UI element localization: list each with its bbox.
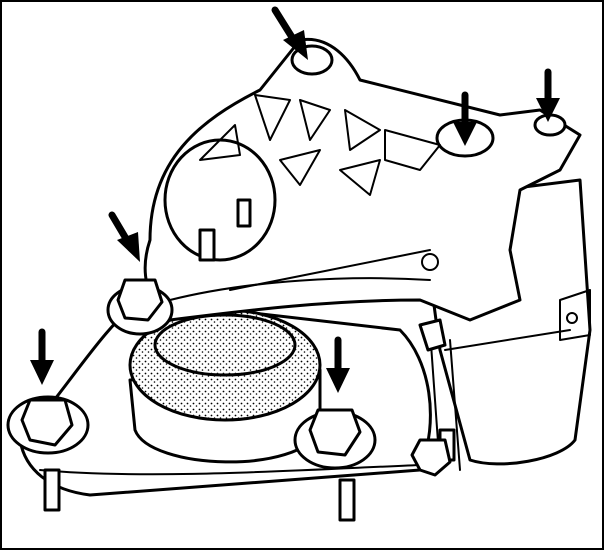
rubber-mount bbox=[128, 308, 322, 464]
arrow-upper-left-bolt bbox=[108, 211, 140, 262]
arrow-right-bolt bbox=[453, 91, 477, 146]
arrows bbox=[30, 6, 560, 393]
hex-bolt-upper-left bbox=[106, 278, 174, 336]
mount-bracket bbox=[143, 37, 582, 322]
hex-bolt-center bbox=[293, 408, 377, 470]
hex-bolt-right bbox=[410, 318, 452, 477]
arrow-center-bolt bbox=[326, 336, 350, 393]
arrow-far-right-bolt bbox=[536, 68, 560, 122]
arrow-top-bolt bbox=[271, 6, 308, 60]
hex-bolt-left bbox=[6, 395, 90, 455]
arrow-left-bolt bbox=[30, 328, 54, 385]
